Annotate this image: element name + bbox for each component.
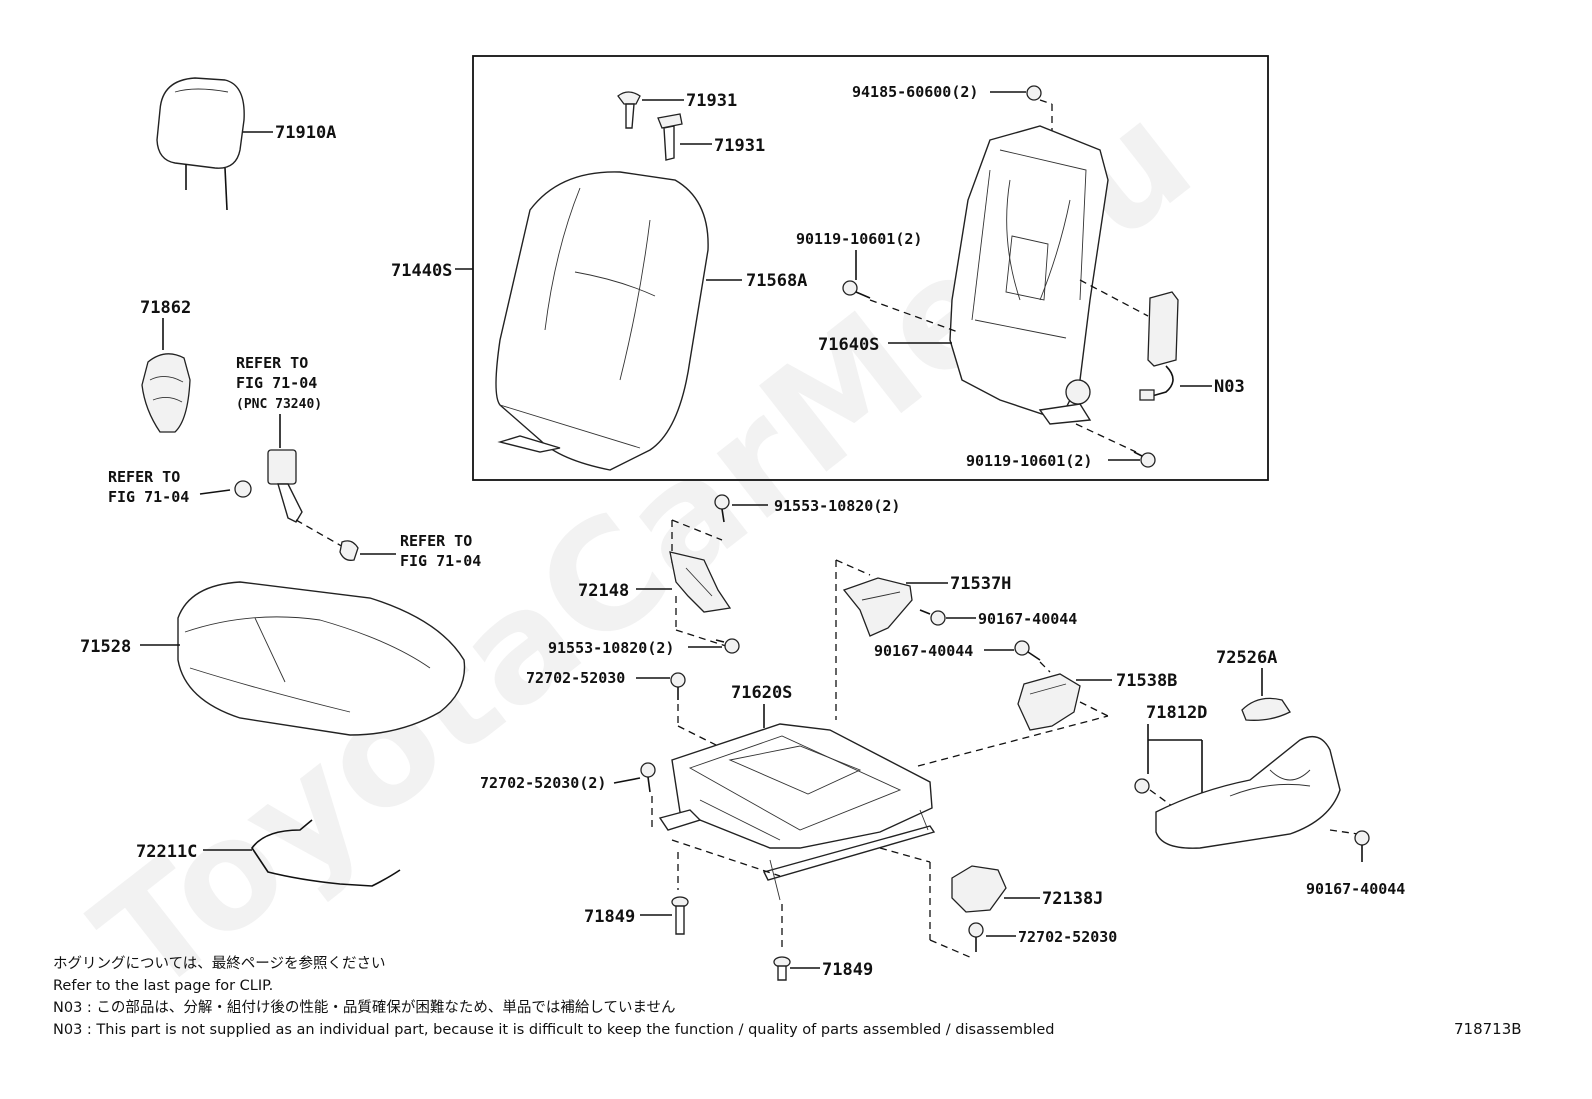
label-71568A: 71568A <box>746 271 807 291</box>
label-71640S: 71640S <box>818 335 879 355</box>
refer-label-3a: REFER TO <box>400 532 472 550</box>
label-71931-a: 71931 <box>686 91 737 111</box>
label-90167-a: 90167-40044 <box>978 610 1077 628</box>
nut-94185-part[interactable] <box>1026 85 1042 101</box>
label-90167-c: 90167-40044 <box>1306 880 1405 898</box>
bracket-71537H-part[interactable] <box>842 577 913 637</box>
cover-72138J-part[interactable] <box>951 865 1007 913</box>
label-71910A: 71910A <box>275 123 336 143</box>
label-71440S: 71440S <box>391 261 452 281</box>
seatbelt-buckle-part[interactable] <box>267 449 303 523</box>
label-72211C: 72211C <box>136 842 197 862</box>
figure-number: 718713B <box>1454 1020 1522 1038</box>
label-71862: 71862 <box>140 298 191 318</box>
note-en-n03: N03 : This part is not supplied as an in… <box>53 1022 1055 1038</box>
label-71849-b: 71849 <box>822 960 873 980</box>
refer-label-1a: REFER TO <box>236 354 308 372</box>
bracket-71538B-part[interactable] <box>1017 673 1081 731</box>
label-71812D: 71812D <box>1146 703 1207 723</box>
refer-label-2a: REFER TO <box>108 468 180 486</box>
side-shield-71812D-part[interactable] <box>1155 736 1341 849</box>
screw-71812D-part[interactable] <box>1134 778 1150 794</box>
label-90119-a: 90119-10601(2) <box>796 230 922 248</box>
footnotes: ホグリングについては、最終ページを参照ください Refer to the las… <box>53 953 1054 1041</box>
bolt-91553-a-part[interactable] <box>714 494 730 523</box>
bolt-71849-b-part[interactable] <box>773 956 791 981</box>
clip-71931-a-part[interactable] <box>617 91 641 129</box>
screw-90167-b-part[interactable] <box>1014 640 1041 661</box>
label-N03: N03 <box>1214 377 1245 397</box>
side-airbag-N03-part[interactable] <box>1139 291 1179 401</box>
cover-71862-part[interactable] <box>141 353 191 433</box>
bolt-90119-b-part[interactable] <box>1133 451 1156 468</box>
nut-refer-part[interactable] <box>339 540 359 561</box>
label-72138J: 72138J <box>1042 889 1103 909</box>
label-72702-b: 72702-52030(2) <box>480 774 606 792</box>
label-91553-b: 91553-10820(2) <box>548 639 674 657</box>
seatback-frame-part[interactable] <box>949 125 1109 425</box>
seatback-cover-part[interactable] <box>495 171 709 471</box>
knob-72526A-part[interactable] <box>1241 697 1291 721</box>
label-90167-b: 90167-40044 <box>874 642 973 660</box>
bolt-refer-part[interactable] <box>234 480 252 498</box>
seat-cushion-part[interactable] <box>177 581 466 736</box>
refer-label-1c: (PNC 73240) <box>236 397 322 412</box>
seatback-assembly-frame <box>472 55 1269 481</box>
bolt-72702-a-part[interactable] <box>670 672 686 700</box>
note-jp-clip: ホグリングについては、最終ページを参照ください <box>53 956 386 972</box>
bracket-72148-part[interactable] <box>669 551 732 613</box>
label-72702-a: 72702-52030 <box>526 669 625 687</box>
label-94185: 94185-60600(2) <box>852 83 978 101</box>
bolt-72702-b-part[interactable] <box>640 762 656 793</box>
wire-72211C-part[interactable] <box>251 819 401 887</box>
label-72526A: 72526A <box>1216 648 1277 668</box>
clip-71931-b-part[interactable] <box>657 113 683 161</box>
note-en-clip: Refer to the last page for CLIP. <box>53 978 274 994</box>
label-71538B: 71538B <box>1116 671 1177 691</box>
refer-label-3b: FIG 71-04 <box>400 552 481 570</box>
refer-label-1b: FIG 71-04 <box>236 374 317 392</box>
label-91553-a: 91553-10820(2) <box>774 497 900 515</box>
bolt-90119-a-part[interactable] <box>842 280 871 299</box>
label-71931-b: 71931 <box>714 136 765 156</box>
headrest-part[interactable] <box>156 77 245 211</box>
label-90119-b: 90119-10601(2) <box>966 452 1092 470</box>
label-71537H: 71537H <box>950 574 1011 594</box>
bolt-71849-a-part[interactable] <box>671 896 689 935</box>
note-jp-n03: N03 : この部品は、分解・組付け後の性能・品質確保が困難なため、単品では補給… <box>53 1000 676 1016</box>
refer-label-2b: FIG 71-04 <box>108 488 189 506</box>
label-71528: 71528 <box>80 637 131 657</box>
screw-90167-a-part[interactable] <box>919 609 946 626</box>
bolt-72702-c-part[interactable] <box>968 922 984 952</box>
label-71620S: 71620S <box>731 683 792 703</box>
label-71849-a: 71849 <box>584 907 635 927</box>
bolt-91553-b-part[interactable] <box>715 638 740 654</box>
label-72702-c: 72702-52030 <box>1018 928 1117 946</box>
screw-90167-c-part[interactable] <box>1354 830 1370 862</box>
seat-adjuster-71620S-part[interactable] <box>658 723 936 901</box>
label-72148: 72148 <box>578 581 629 601</box>
